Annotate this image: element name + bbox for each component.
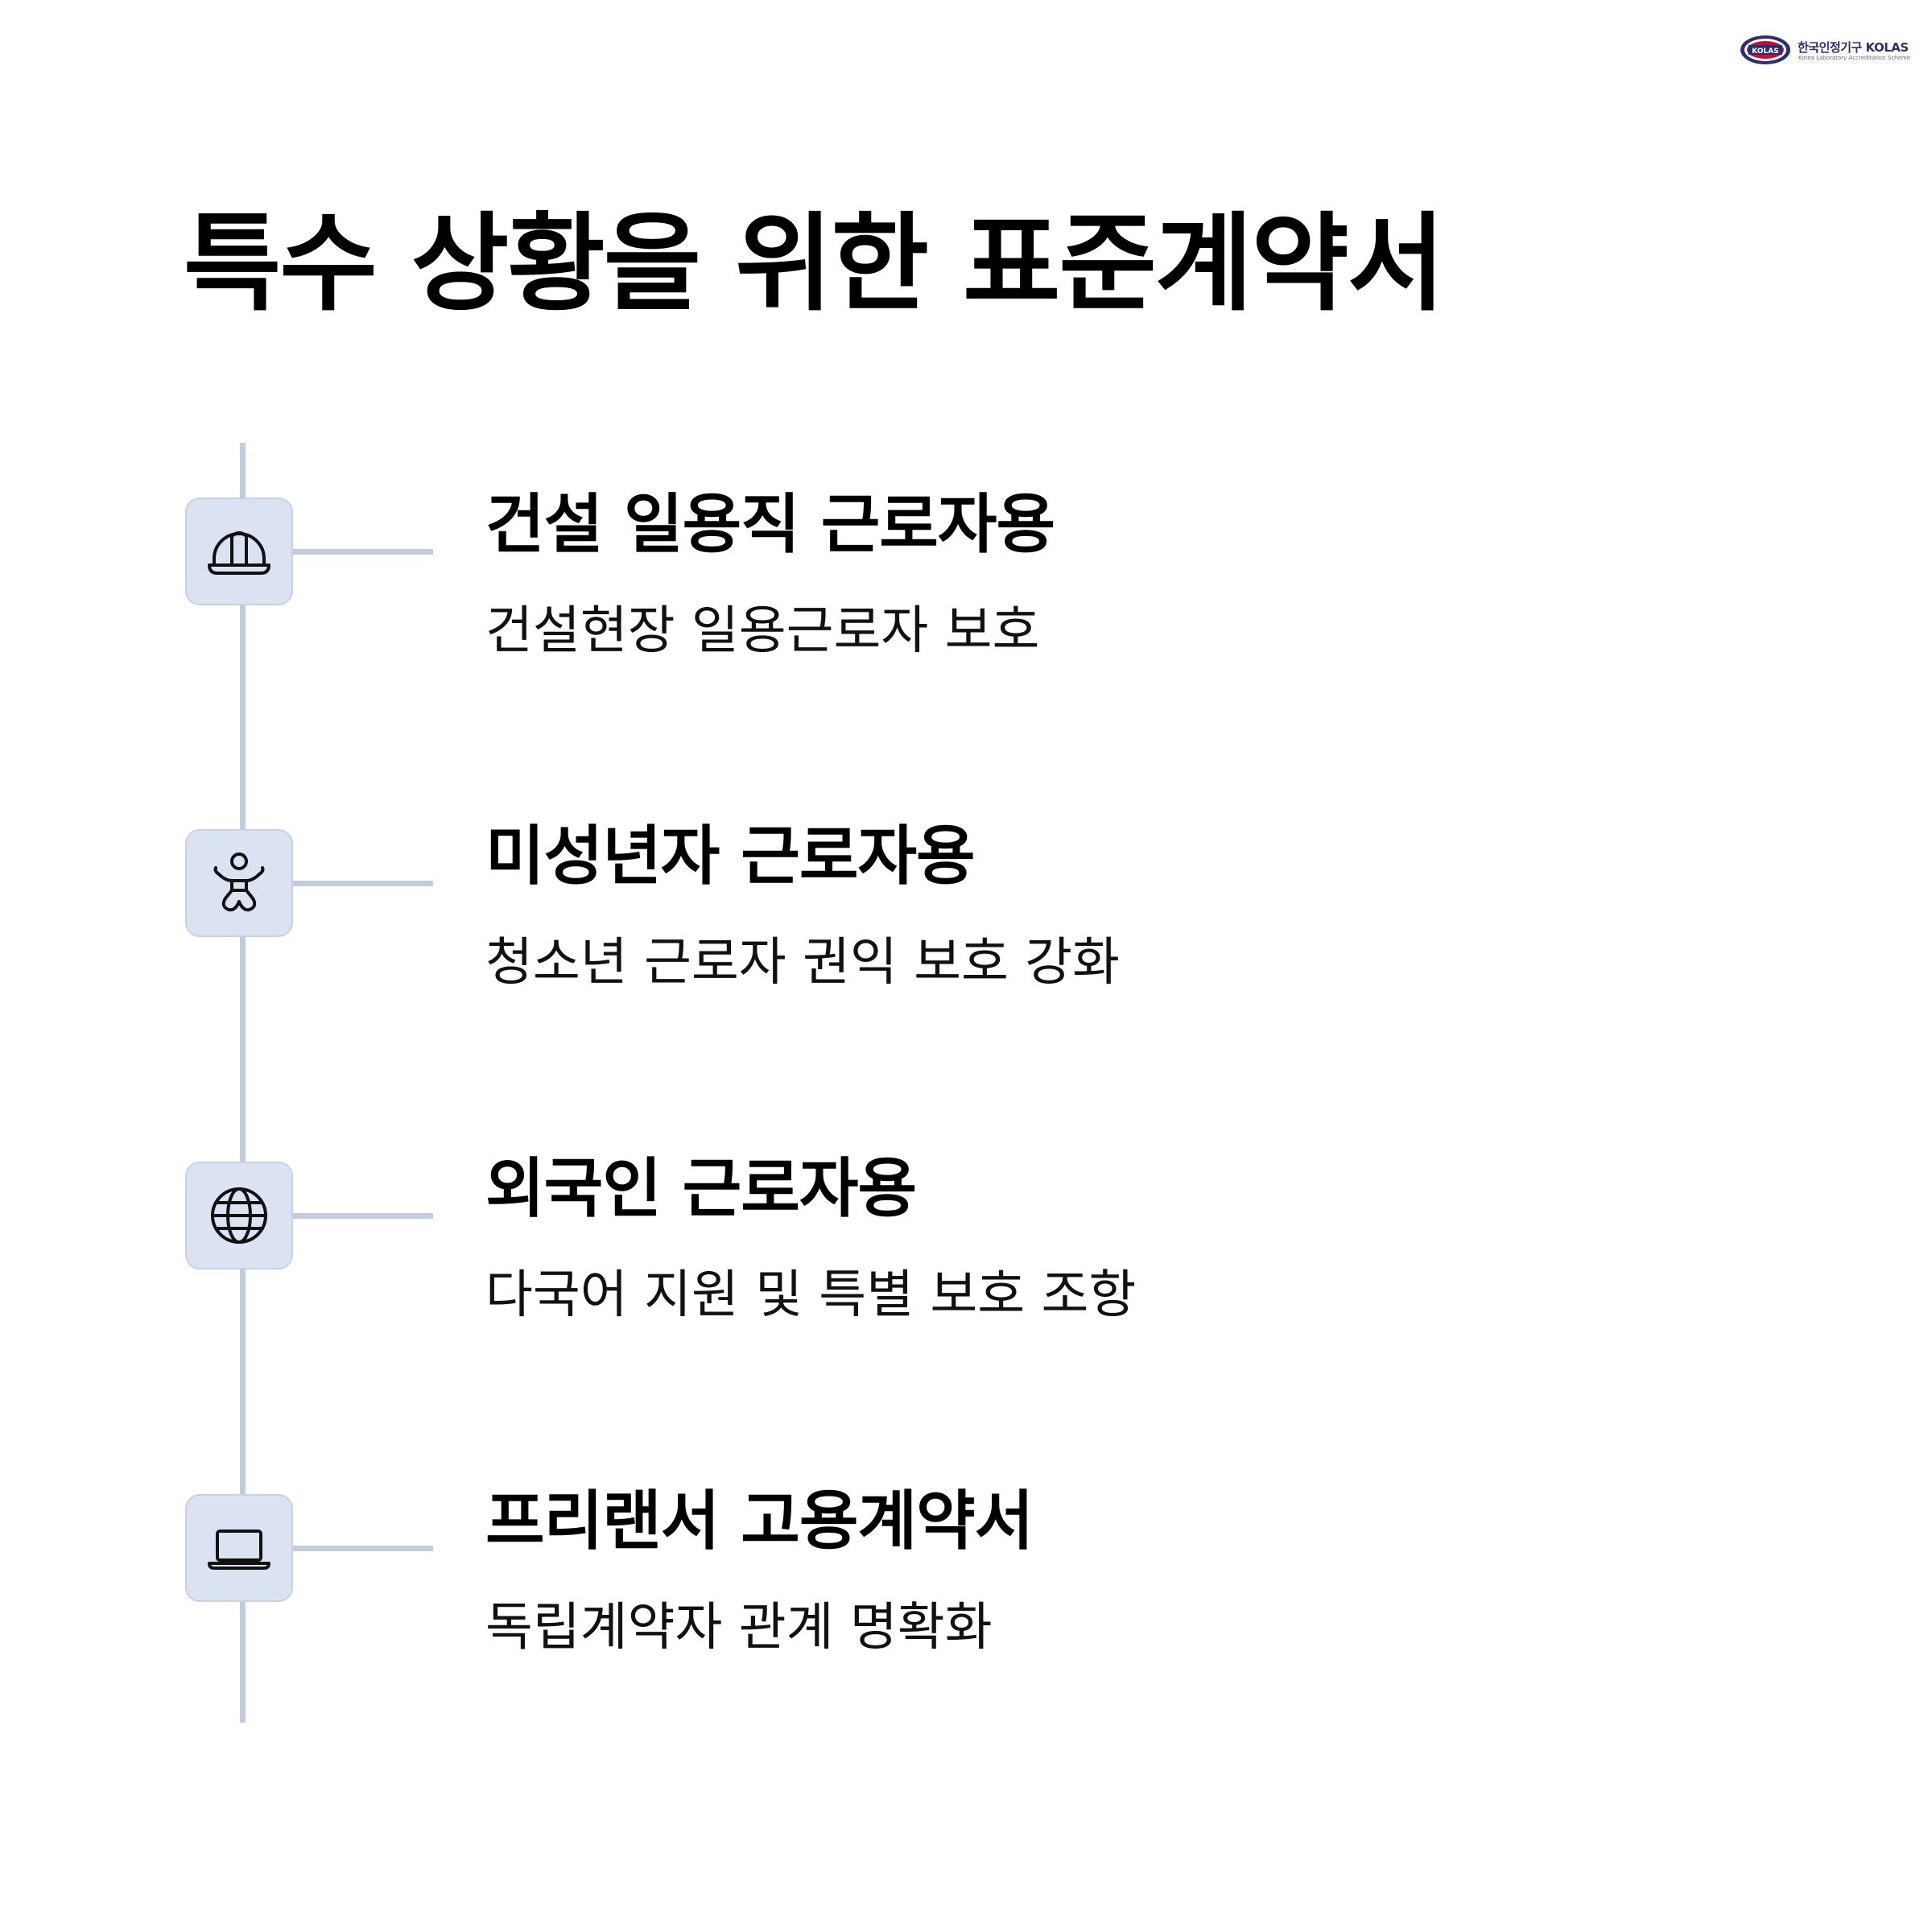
timeline-line xyxy=(240,443,246,1723)
item-description: 다국어 지원 및 특별 보호 조항 xyxy=(485,1265,1137,1325)
timeline-connector xyxy=(290,881,433,886)
kolas-logo: KOLAS 한국인정기구 KOLAS Korea Laboratory Accr… xyxy=(1739,32,1916,72)
laptop-icon xyxy=(208,1530,270,1570)
item-title: 프리랜서 고용계약서 xyxy=(485,1484,1034,1558)
item-title: 건설 일용직 근로자용 xyxy=(485,487,1055,562)
timeline-connector xyxy=(290,1213,433,1219)
page-title: 특수 상황을 위한 표준계약서 xyxy=(184,202,1445,326)
timeline-connector xyxy=(290,549,433,555)
timeline-icon-box xyxy=(185,1494,293,1602)
kolas-emblem-icon: KOLAS xyxy=(1740,35,1790,64)
item-description: 청소년 근로자 권익 보호 강화 xyxy=(485,933,1120,993)
hard-hat-icon xyxy=(208,531,270,575)
globe-icon xyxy=(211,1187,267,1244)
item-title: 외국인 근로자용 xyxy=(485,1151,917,1226)
item-description: 건설현장 일용근로자 보호 xyxy=(485,601,1040,661)
logo-name: 한국인정기구 KOLAS xyxy=(1798,40,1909,55)
item-description: 독립계약자 관계 명확화 xyxy=(485,1598,993,1657)
timeline-icon-box xyxy=(185,497,293,605)
timeline-icon-box xyxy=(185,1162,293,1269)
timeline-icon-box xyxy=(185,829,293,937)
item-title: 미성년자 근로자용 xyxy=(485,819,976,894)
baby-icon xyxy=(213,852,265,912)
logo-subtitle: Korea Laboratory Accreditation Scheme xyxy=(1798,55,1911,61)
logo-emblem-text: KOLAS xyxy=(1752,47,1778,56)
timeline-connector xyxy=(290,1546,433,1551)
